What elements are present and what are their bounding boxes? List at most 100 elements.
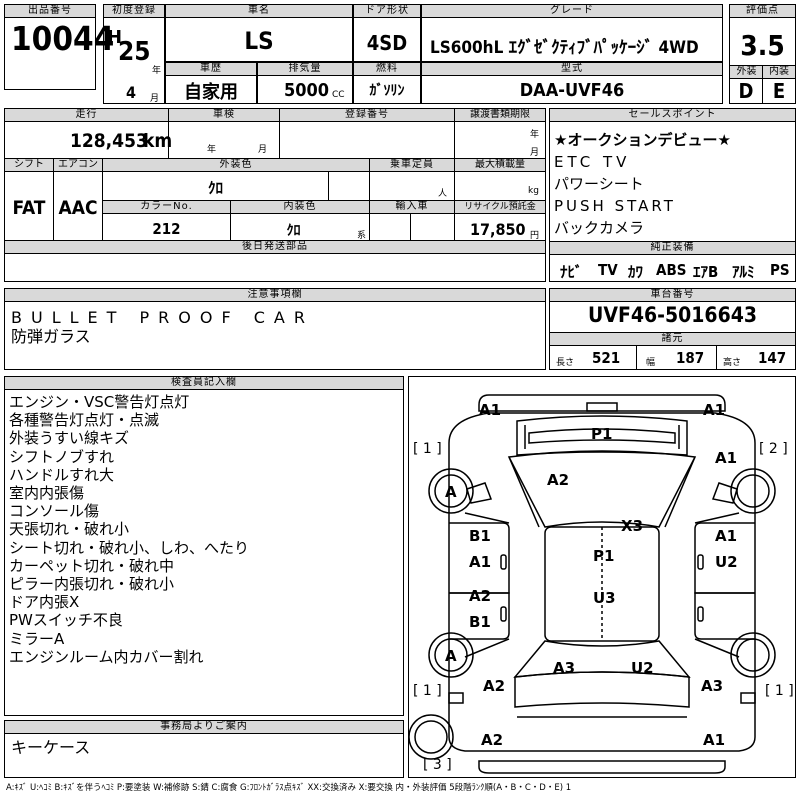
damage-mark: A3 <box>553 659 576 677</box>
damage-mark: A2 <box>483 677 506 695</box>
inspector-header: 検査員記入欄 <box>5 377 403 390</box>
disp-value: 5000 <box>284 80 330 101</box>
inspector-note: 各種警告灯点灯・点滅 <box>9 411 160 430</box>
inspection-header: 車検 <box>169 109 279 122</box>
km-unit: km <box>143 130 173 152</box>
transfer-header: 譲渡書類期限 <box>455 109 545 122</box>
usage-header: 車歴 <box>166 63 256 76</box>
recycle-value: 17,850 <box>470 220 526 239</box>
import-header: 輸入車 <box>370 201 454 214</box>
disp-header: 排気量 <box>258 63 352 76</box>
carname-box: 車名 LS <box>165 4 353 62</box>
insp-month-unit: 月 <box>258 145 268 155</box>
damage-mark: A <box>445 483 457 501</box>
hgt-label: 高さ <box>723 358 742 368</box>
disp-box: 排気量 5000 CC <box>257 62 353 104</box>
model-value: DAA-UVF46 <box>519 80 625 101</box>
damage-mark: X3 <box>621 517 644 535</box>
damage-mark: A1 <box>703 731 726 749</box>
inspector-box: 検査員記入欄 エンジン・VSC警告灯点灯各種警告灯点灯・点滅外装うすい線キズシフ… <box>4 376 404 716</box>
month-unit: 月 <box>150 94 160 104</box>
sale-point: PUSH START <box>554 197 676 215</box>
usage-box: 車歴 自家用 <box>165 62 257 104</box>
maxload-header: 最大積載量 <box>455 159 545 172</box>
sale-point: パワーシート <box>554 175 644 193</box>
chassis-box: 車台番号 UVF46-5016643 諸元 長さ 521 幅 187 高さ 14… <box>549 288 796 370</box>
damage-mark: A2 <box>469 587 492 605</box>
equip-item: ﾅﾋﾞ <box>560 263 583 281</box>
inspector-note: 外装うすい線キズ <box>9 429 130 448</box>
inspector-note: 室内内張傷 <box>9 484 85 502</box>
damage-mark: A2 <box>547 471 570 489</box>
ac-value: AAC <box>58 197 98 219</box>
door-header: ドア形状 <box>354 5 420 18</box>
damage-mark: A1 <box>479 401 502 419</box>
int-color-value: ｸﾛ <box>286 223 301 239</box>
regno-header: 登録番号 <box>280 109 454 122</box>
equip-item: ｱﾙﾐ <box>732 263 755 281</box>
tag-bracket: [ 2 ] <box>759 441 788 457</box>
equip-item: PS <box>770 261 790 279</box>
legend: A:ｷｽﾞ U:ﾍｺﾐ B:ｷｽﾞを伴うﾍｺﾐ P:要塗装 W:補修跡 S:錆 … <box>6 783 572 793</box>
damage-mark: B1 <box>469 613 491 631</box>
inspector-note: エンジン・VSC警告灯点灯 <box>9 393 190 411</box>
notes-box: 注意事項欄 BULLET PROOF CAR 防弾ガラス <box>4 288 546 370</box>
shift-header: シフト <box>5 159 53 172</box>
equip-item: ABS <box>656 261 687 279</box>
damage-mark: U2 <box>715 553 738 571</box>
damage-mark: A3 <box>701 677 724 695</box>
car-name: LS <box>244 27 274 55</box>
office-note: キーケース <box>11 738 91 757</box>
int-header: 内装 <box>763 66 795 79</box>
intcolor-header: 内装色 <box>231 201 369 214</box>
reg-year: 25 <box>118 37 151 67</box>
inspector-note: 天張切れ・破れ小 <box>9 520 130 539</box>
era: H <box>107 27 123 48</box>
mileage-value: 128,453 <box>70 130 148 152</box>
colorno-header: カラーNo. <box>103 201 230 214</box>
sale-point: ★オークションデビュー★ <box>554 131 731 149</box>
load-unit: kg <box>528 186 539 196</box>
reg-month: 4 <box>126 83 137 102</box>
salepoints-header: セールスポイント <box>550 109 795 122</box>
damage-mark: A1 <box>715 449 738 467</box>
model-header: 型式 <box>422 63 722 76</box>
car-diagram <box>409 394 776 774</box>
spec-header: 諸元 <box>550 332 795 346</box>
extcolor-header: 外装色 <box>103 159 369 172</box>
door-type: 4SD <box>366 31 408 55</box>
grade-value: LS600hL ｴｸﾞｾﾞｸﾃｨﾌﾞﾊﾟｯｹｰｼﾞ 4WD <box>430 38 699 58</box>
recycle-header: リサイクル預託金 <box>455 201 545 214</box>
office-header: 事務局よりご案内 <box>5 721 403 734</box>
hgt-value: 147 <box>758 349 787 367</box>
damage-mark: B1 <box>469 527 491 545</box>
ext-color-value: ｸﾛ <box>207 179 223 197</box>
equip-item: ｴｱB <box>693 263 719 281</box>
len-label: 長さ <box>556 358 575 368</box>
damage-mark: P1 <box>593 547 615 565</box>
tag-bracket: [ 3 ] <box>423 757 452 773</box>
info-block <box>4 108 546 282</box>
int-color-unit: 系 <box>357 231 367 241</box>
inspector-note: コンソール傷 <box>9 502 100 521</box>
inspector-note: ドア内張X <box>9 593 80 612</box>
note-line: BULLET PROOF CAR <box>11 308 314 327</box>
ac-header: エアコン <box>54 159 102 172</box>
diagram-box: A1 A1 P1 A1 A2 A X3 B1 A1 P1 A1 U2 A2 B1… <box>408 376 796 778</box>
sale-point: ETC TV <box>554 153 631 171</box>
notes-header: 注意事項欄 <box>5 289 545 302</box>
year-unit: 年 <box>152 66 162 76</box>
inspector-note: PWスイッチ不良 <box>9 611 123 630</box>
mileage-header: 走行 <box>5 109 168 122</box>
salepoints-box: セールスポイント ★オークションデビュー★ ETC TV パワーシート PUSH… <box>549 108 796 282</box>
note-line: 防弾ガラス <box>11 327 91 346</box>
wid-label: 幅 <box>646 358 656 368</box>
ext-grade: D <box>738 79 754 103</box>
tag-bracket: [ 1 ] <box>413 441 442 457</box>
int-grade: E <box>772 79 786 103</box>
damage-mark: A2 <box>481 731 504 749</box>
sale-point: バックカメラ <box>554 219 645 237</box>
laterparts-header: 後日発送部品 <box>5 241 545 254</box>
chassis-number: UVF46-5016643 <box>587 303 758 327</box>
lot-box: 出品番号 10044 <box>4 4 114 90</box>
